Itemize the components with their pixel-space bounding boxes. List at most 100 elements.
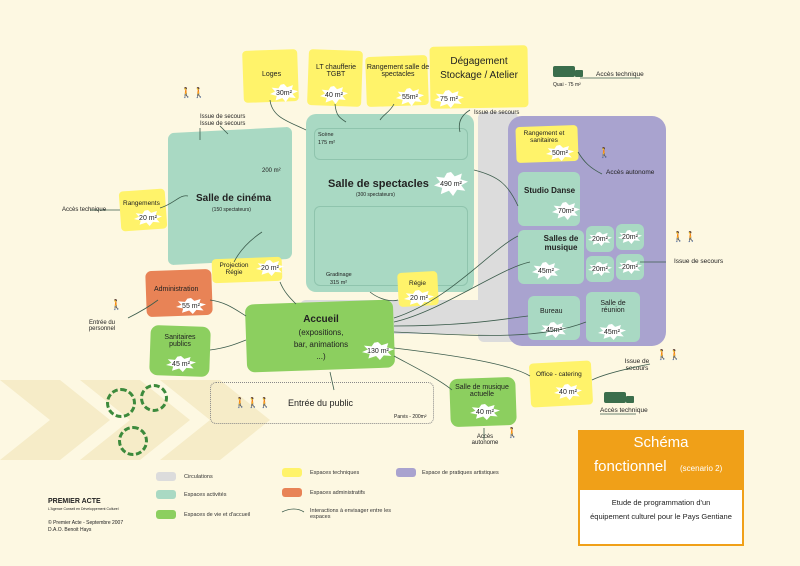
accueil-label-4: ...) bbox=[316, 352, 326, 361]
regie-label: Régie bbox=[409, 280, 426, 287]
quai-label: Quai - 75 m² bbox=[553, 82, 581, 88]
acces-technique-left: Accès technique bbox=[62, 207, 107, 213]
person-icon: 🚶🚶 bbox=[180, 88, 205, 99]
acces-autonome-right: Accès autonome bbox=[606, 169, 655, 176]
rangement-sanitaires-label: Rangement et sanitaires bbox=[523, 130, 565, 144]
legend-espaces-activites: Espaces activités bbox=[184, 492, 227, 498]
studio-danse-label: Studio Danse bbox=[524, 186, 576, 195]
rangements-label: Rangements bbox=[123, 200, 160, 207]
chaufferie-area: 40 m² bbox=[320, 86, 348, 104]
person-icon: 🚶 bbox=[598, 148, 611, 159]
issue-secours-right: Issue de secours bbox=[674, 258, 724, 265]
legend-swatch-vie bbox=[156, 510, 176, 519]
legend-circulations: Circulations bbox=[184, 474, 213, 480]
accueil-area: 130 m² bbox=[362, 342, 394, 360]
spectacles-sub: (300 spectateurs) bbox=[356, 192, 395, 198]
bureau-area: 45m² bbox=[540, 322, 568, 338]
scene-area-value: 175 m² bbox=[318, 140, 336, 146]
degagement-label-1: Dégagement bbox=[450, 56, 508, 67]
title-main-1: Schéma bbox=[633, 434, 689, 451]
chaufferie-label: LT chaufferie TGBT bbox=[315, 64, 357, 78]
sanitaires-label: Sanitaires publics bbox=[164, 334, 196, 348]
gradinage-zone bbox=[314, 206, 468, 286]
scene-area bbox=[314, 128, 468, 160]
musique-small-2-area: 20m² bbox=[618, 230, 642, 244]
person-icon: 🚶🚶 bbox=[656, 350, 681, 361]
musique-actuelle-area: 40 m² bbox=[470, 404, 500, 420]
legend-espaces-techniques: Espaces techniques bbox=[310, 470, 360, 476]
scene-label: Scène bbox=[318, 132, 334, 138]
loges-area: 30m² bbox=[270, 84, 298, 102]
copyright: © Premier Acte - Septembre 2007 bbox=[48, 520, 124, 526]
issue-secours-2: Issue de secours bbox=[200, 121, 246, 127]
rangement-salle-area: 55m² bbox=[396, 88, 424, 106]
subtitle-box bbox=[578, 488, 744, 546]
legend-swatch-activites bbox=[156, 490, 176, 499]
rangement-sanitaires-area: 50m² bbox=[546, 145, 574, 161]
legend-espaces-admin: Espaces administratifs bbox=[310, 490, 366, 496]
sanitaires-area: 45 m² bbox=[166, 356, 196, 372]
musique-small-4-area: 20m² bbox=[618, 260, 642, 274]
accueil-label-3: bar, animations bbox=[293, 340, 349, 349]
projection-area: 20 m² bbox=[256, 260, 284, 276]
regie-area: 20 m² bbox=[404, 290, 434, 306]
subtitle-2: équipement culturel pour le Pays Gentian… bbox=[590, 512, 732, 521]
salle-reunion-area: 45m² bbox=[598, 324, 626, 340]
legend-swatch-pratiques bbox=[396, 468, 416, 477]
parvis bbox=[210, 382, 434, 424]
tree-icon bbox=[118, 426, 148, 456]
bureau-label: Bureau bbox=[540, 308, 563, 315]
rangement-salle-label: Rangement salle de spectacles bbox=[366, 64, 430, 78]
title-box bbox=[578, 430, 744, 488]
cinema-sub: (150 spectateurs) bbox=[212, 207, 251, 213]
gradinage-label: Gradinage bbox=[326, 272, 352, 278]
salle-reunion-label: Salle de réunion bbox=[600, 300, 626, 314]
legend-swatch-circulations bbox=[156, 472, 176, 481]
tree-icon bbox=[140, 384, 168, 412]
entree-public: Entrée du public bbox=[288, 398, 354, 408]
gradinage-area: 315 m² bbox=[330, 280, 348, 286]
projection-label: Projection Régie bbox=[219, 262, 249, 276]
salle-spectacles bbox=[306, 114, 474, 292]
legend-pratiques: Espace de pratiques artistiques bbox=[422, 470, 499, 476]
salles-musique-label: Salles de musique bbox=[543, 234, 579, 252]
truck-cab-icon bbox=[575, 70, 583, 77]
loges-label: Loges bbox=[262, 71, 282, 78]
issue-secours-bottom: Issue de secours bbox=[624, 358, 650, 372]
parvis-label: Parvis - 200m² bbox=[394, 414, 427, 420]
accueil-label-1: Accueil bbox=[303, 314, 339, 325]
spectacles-label: Salle de spectacles bbox=[328, 178, 429, 190]
legend-swatch-techniques bbox=[282, 468, 302, 477]
person-icon: 🚶 bbox=[110, 300, 123, 311]
rangements-area: 20 m² bbox=[134, 210, 162, 226]
legend-swatch-admin bbox=[282, 488, 302, 497]
subtitle-1: Etude de programmation d'un bbox=[611, 498, 711, 507]
studio-danse-area: 70m² bbox=[552, 202, 580, 220]
logo-sub: L'Agence Conseil en Développement Cultur… bbox=[48, 507, 119, 511]
degagement-label-2: Stockage / Atelier bbox=[440, 70, 518, 81]
tree-icon bbox=[106, 388, 136, 418]
acces-autonome-bottom: Accès autonome bbox=[471, 434, 499, 446]
administration-area: 55 m² bbox=[176, 298, 206, 314]
office-area: 40 m² bbox=[554, 384, 582, 400]
title-main-2: fonctionnel bbox=[594, 458, 667, 475]
cinema-area: 200 m² bbox=[262, 168, 281, 174]
person-icon: 🚶🚶🚶 bbox=[234, 398, 272, 409]
person-icon: 🚶🚶 bbox=[672, 232, 697, 243]
dao: D.A.O. Benoit Hays bbox=[48, 527, 92, 533]
truck-icon bbox=[553, 66, 575, 77]
salles-musique-area-big: 45m² bbox=[532, 262, 560, 280]
title-scenario: (scenario 2) bbox=[680, 464, 723, 473]
acces-technique-bottom: Accès technique bbox=[600, 407, 648, 414]
entree-personnel: Entrée du personnel bbox=[88, 320, 116, 332]
truck-bottom-icon bbox=[604, 392, 626, 403]
administration-label: Administration bbox=[154, 286, 199, 293]
musique-small-1-area: 20m² bbox=[588, 232, 612, 246]
accueil-label-2: (expositions, bbox=[298, 328, 344, 337]
legend-espaces-vie: Espaces de vie et d'accueil bbox=[184, 512, 251, 518]
musique-small-3-area: 20m² bbox=[588, 262, 612, 276]
issue-secours-1: Issue de secours bbox=[200, 114, 246, 120]
